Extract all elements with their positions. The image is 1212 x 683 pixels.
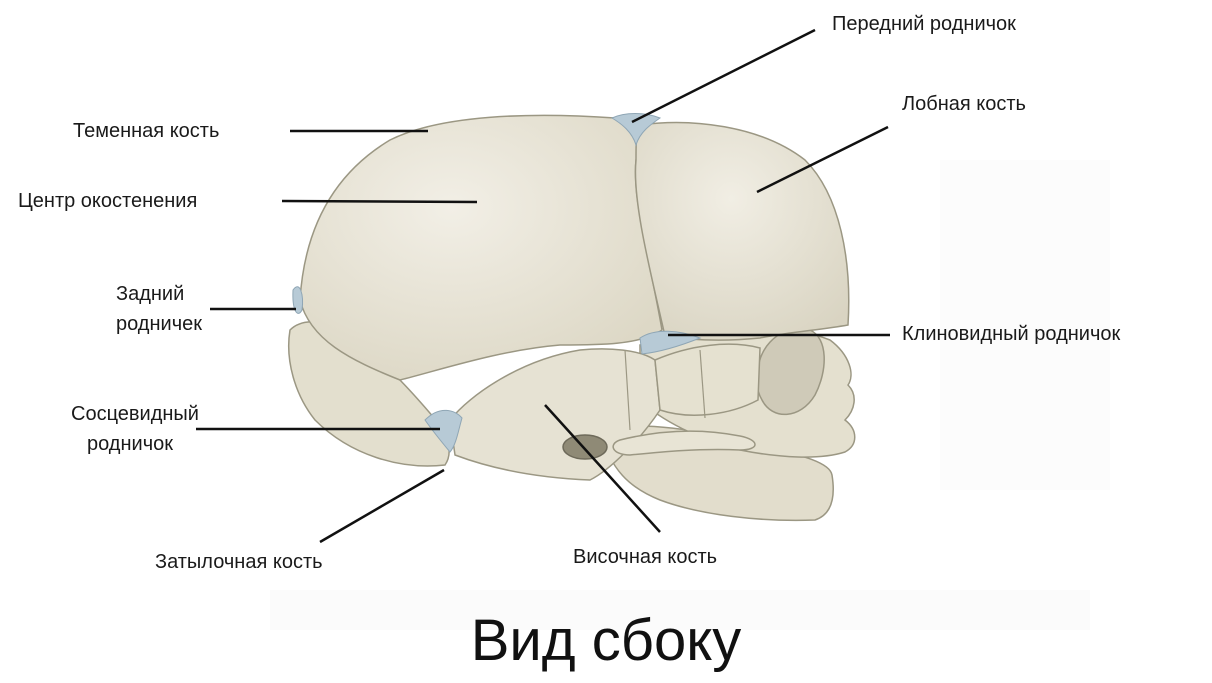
leader-anterior-fontanelle (632, 30, 815, 122)
label-posterior-fontanelle-line1: Задний (116, 282, 184, 306)
leader-occipital-bone (320, 470, 444, 542)
label-frontal-bone: Лобная кость (902, 92, 1026, 116)
leader-ossification-center (282, 201, 477, 202)
sphenoid-bone (655, 344, 760, 415)
label-ossification-center: Центр окостенения (18, 189, 197, 213)
label-sphenoidal-fontanelle: Клиновидный родничок (902, 322, 1120, 346)
label-mastoid-fontanelle-line1: Сосцевидный (71, 402, 199, 426)
label-anterior-fontanelle: Передний родничок (832, 12, 1016, 36)
diagram-title: Вид сбоку (0, 608, 1212, 674)
label-posterior-fontanelle-line2: родничек (116, 312, 202, 336)
label-mastoid-fontanelle-line2: родничок (87, 432, 173, 456)
label-temporal-bone: Височная кость (573, 545, 717, 569)
label-occipital-bone: Затылочная кость (155, 550, 323, 574)
label-parietal-bone: Теменная кость (73, 119, 219, 143)
ear-canal (563, 435, 607, 459)
frontal-bone (635, 123, 848, 341)
parietal-bone (300, 115, 662, 380)
